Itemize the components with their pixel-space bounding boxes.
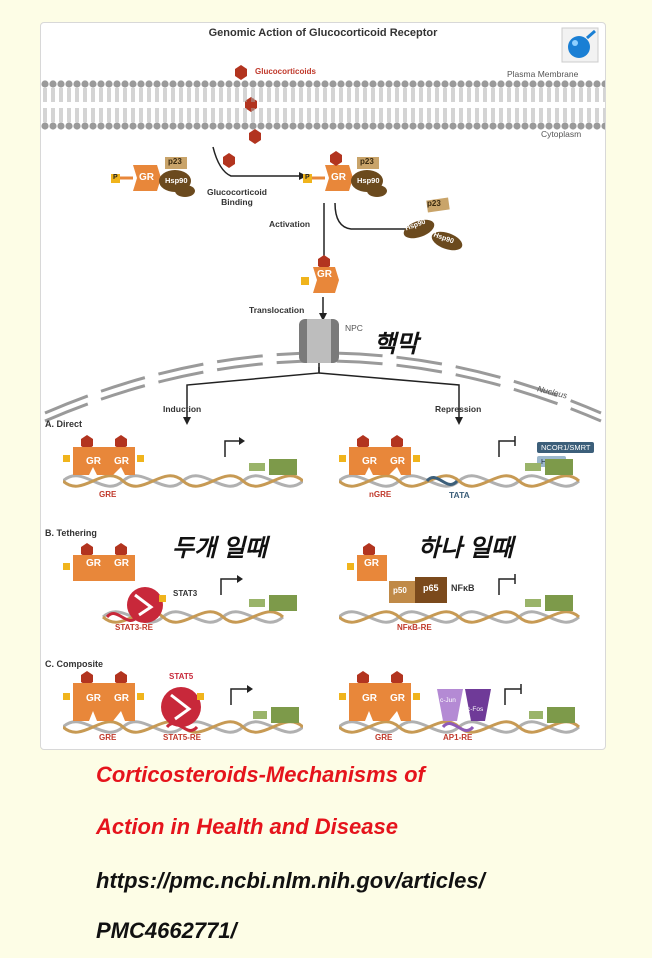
ncor1-smrt-badge: NCOR1/SMRT [537,442,595,453]
gr-label: GR [317,269,332,280]
gre-label: GRE [99,733,117,742]
stat5-re-label: STAT5-RE [163,733,201,742]
nuclear-membrane-annotation: 핵막 [374,331,419,358]
gre-label: GRE [375,733,393,742]
section-composite: C. Composite [45,659,104,669]
nfkb-label: NFκB [451,583,475,593]
caption-title-line2: Action in Health and Disease [96,814,398,839]
when-one-annotation: 하나 일때 [418,535,513,562]
stat3-re-label: STAT3-RE [115,623,153,632]
branch-arrows [183,367,463,425]
nuclear-envelope [44,319,602,423]
p50-label: p50 [393,586,407,595]
caption-url-line1[interactable]: https://pmc.ncbi.nlm.nih.gov/articles/ [96,868,485,893]
npc-label: NPC [345,323,363,333]
repression-label: Repression [435,404,482,414]
released-hsp90 [403,197,463,251]
gr-label: GR [362,456,377,467]
when-two-annotation: 두개 일때 [172,535,267,562]
composite-stat5-scene [63,671,303,734]
gr-label: GR [362,693,377,704]
binding-arrow [212,146,307,180]
hsp90-label: Hsp90 [165,176,188,185]
tethering-stat3-scene [63,543,297,624]
plasma-membrane [41,79,605,131]
section-tethering: B. Tethering [45,528,97,538]
caption-title-line1: Corticosteroids-Mechanisms of [96,762,425,787]
section-direct: A. Direct [45,419,83,429]
phospho-label: P [113,174,118,181]
publisher-logo-icon [561,27,599,63]
stat3-label: STAT3 [173,589,198,598]
binding-label: Glucocorticoid Binding [207,187,267,207]
diagram-title: Genomic Action of Glucocorticoid Recepto… [208,27,438,39]
gr-label: GR [114,456,129,467]
gr-label: GR [114,693,129,704]
translocation-arrow [319,297,327,321]
caption-url-line2[interactable]: PMC4662771/ [96,918,237,943]
direct-induction-scene [63,435,303,488]
hsp90-label: Hsp90 [357,176,380,185]
glucocorticoids-label: Glucocorticoids [255,67,316,76]
direct-repression-scene [339,435,581,488]
diagram-panel: Genomic Action of Glucocorticoid Recepto… [40,22,606,750]
translocation-label: Translocation [249,305,305,315]
composite-ap1-scene [339,671,581,734]
gr-label: GR [86,456,101,467]
activation-label: Activation [269,219,311,229]
gr-label: GR [139,172,154,183]
gr-label: GR [114,558,129,569]
gr-label: GR [86,693,101,704]
tethering-nfkb-scene [339,543,581,624]
p23-label: p23 [427,199,441,208]
plasma-membrane-label: Plasma Membrane [507,69,579,79]
gr-label: GR [86,558,101,569]
ngre-label: nGRE [369,490,392,499]
p65-label: p65 [423,583,439,593]
gr-label: GR [364,558,379,569]
gr-label: GR [331,172,346,183]
stat5-label: STAT5 [169,672,194,681]
nfkb-re-label: NFκB-RE [397,623,432,632]
cfos-label: c-Fos [467,706,484,713]
tata-label: TATA [449,490,470,500]
gr-label: GR [390,693,405,704]
gr-label: GR [390,456,405,467]
gre-label: GRE [99,490,117,499]
phospho-label: P [305,174,310,181]
ap1-re-label: AP1-RE [443,733,473,742]
cytoplasm-label: Cytoplasm [541,129,582,139]
p23-label: p23 [360,157,374,166]
p23-label: p23 [168,157,182,166]
cjun-label: c-Jun [440,697,456,704]
gr-active [301,255,339,293]
induction-label: Induction [163,404,202,414]
